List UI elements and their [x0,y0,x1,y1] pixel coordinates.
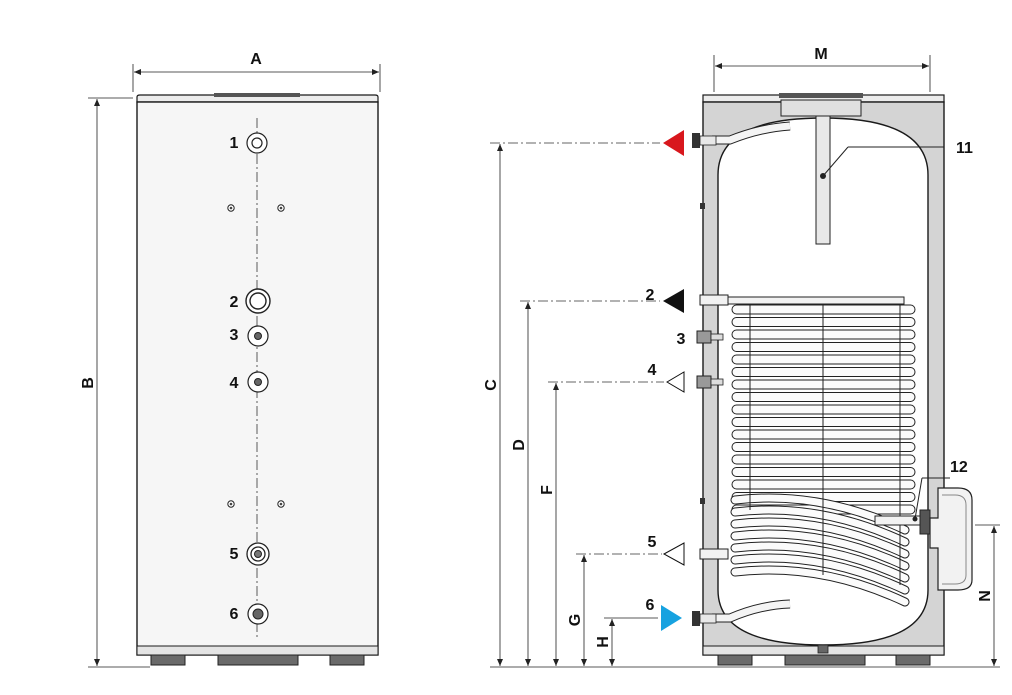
section-label-3: 3 [677,331,686,348]
front-label-1: 1 [230,135,239,152]
section-foot [784,654,866,666]
dimension-d: D [511,302,531,666]
front-view: 1 2 3 4 5 6 A B [80,51,381,668]
dimension-label-g: G [567,614,584,626]
dimension-m: M [713,46,931,92]
dimension-f: F [539,383,559,666]
drain-plug [817,644,829,654]
section-label-6: 6 [646,597,655,614]
coil-return-pipe [699,548,729,560]
dimension-label-b: B [80,377,97,389]
dimension-label-a: A [250,51,262,68]
dimension-a: A [132,51,381,92]
front-connection-6 [247,603,269,625]
coil-flow-marker [663,289,684,313]
front-connection-1 [246,132,268,154]
sensor-well [815,115,831,245]
section-foot [717,654,753,666]
dimension-label-n: N [977,590,994,602]
dimension-label-d: D [511,439,528,451]
heating-coil [723,296,916,607]
electric-heater [874,487,973,591]
part-label-12: 12 [950,459,968,476]
inlet-fitting [692,611,700,626]
front-connection-3 [247,325,269,347]
section-top-lid [779,93,863,98]
cold-inlet-pipe [712,600,791,622]
front-top-lid [214,93,300,97]
dimension-h: H [595,619,615,666]
section-foot [895,654,931,666]
circulation-marker [666,371,685,393]
sensor-socket-3 [696,330,712,344]
front-connection-2 [245,288,271,314]
sensor-socket-4 [696,375,712,389]
front-foot [150,654,186,666]
front-label-6: 6 [230,606,239,623]
front-connection-4 [247,371,269,393]
front-label-5: 5 [230,546,239,563]
coil-flow-pipe [699,294,729,306]
dimension-label-c: C [483,379,500,391]
section-label-2: 2 [646,287,655,304]
dimension-g: G [567,555,587,666]
front-label-3: 3 [230,327,239,344]
cold-water-marker [661,605,682,631]
front-bottom-band [136,645,379,656]
front-label-4: 4 [230,375,239,392]
hot-outlet-pipe [712,122,791,144]
dimension-b: B [80,97,150,668]
front-foot [329,654,365,666]
front-top-cap [136,94,379,103]
dimension-label-f: F [539,485,556,495]
part-label-11: 11 [956,140,973,157]
coil-header [723,296,905,305]
top-flange [780,99,862,117]
dimension-n: N [975,524,1000,666]
dimension-c: C [483,144,503,666]
dimension-label-h: H [595,636,612,648]
dimension-label-m: M [814,46,827,63]
coil-return-marker [662,542,685,566]
section-label-4: 4 [648,362,657,379]
front-connection-5 [246,542,270,566]
outlet-fitting [692,133,700,148]
section-label-5: 5 [648,534,657,551]
heater-housing [929,487,973,591]
front-label-2: 2 [230,294,239,311]
hot-water-marker [663,130,684,156]
front-foot [217,654,299,666]
section-view: 11 [483,46,1000,668]
